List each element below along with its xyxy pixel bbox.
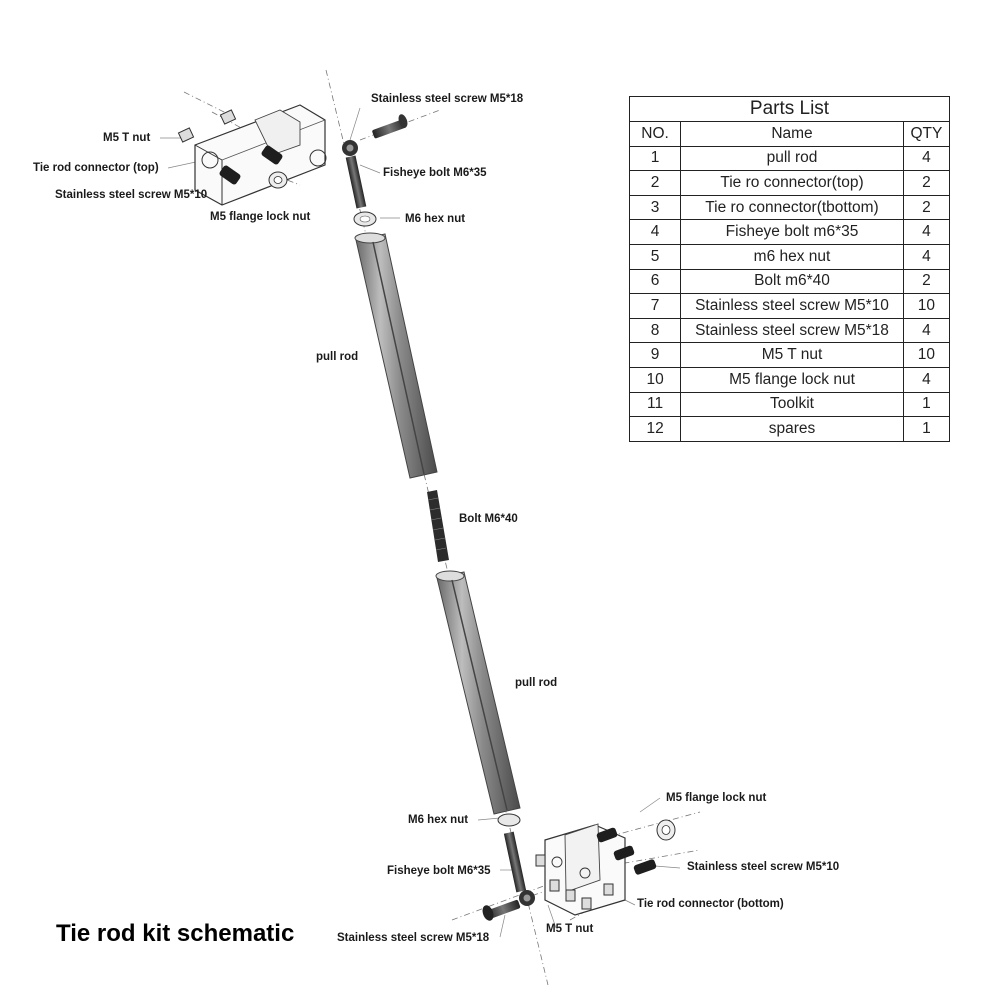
cell-name: Fisheye bolt m6*35 (680, 219, 904, 245)
cell-qty: 4 (902, 317, 951, 344)
cell-no: 10 (628, 366, 682, 393)
cell-no: 3 (628, 194, 682, 221)
column-header-name: Name (680, 121, 904, 147)
cell-name: Tie ro connector(top) (680, 170, 904, 196)
cell-no: 4 (628, 219, 682, 245)
column-header-no: NO. (628, 121, 682, 147)
bottom-flange-lock-nut (656, 819, 676, 841)
label-bottom-screw-m5x10: Stainless steel screw M5*10 (687, 861, 840, 873)
cell-name: m6 hex nut (680, 243, 904, 270)
cell-no: 7 (628, 293, 682, 319)
cell-name: spares (680, 416, 904, 442)
cell-qty: 2 (902, 194, 951, 221)
cell-qty: 1 (902, 416, 951, 442)
top-m6-hex-nut (353, 211, 377, 227)
cell-qty: 4 (902, 243, 951, 270)
top-flange-lock-nut (268, 171, 288, 189)
cell-qty: 1 (902, 391, 951, 418)
cell-name: M5 T nut (680, 342, 904, 368)
label-top-connector: Tie rod connector (top) (33, 162, 159, 174)
cell-no: 8 (628, 317, 682, 344)
cell-name: Stainless steel screw M5*18 (680, 317, 904, 344)
parts-list-header-row: NO. Name QTY (628, 121, 951, 147)
bottom-t-nuts (535, 854, 614, 910)
top-fisheye-bolt (342, 140, 367, 209)
cell-name: Stainless steel screw M5*10 (680, 293, 904, 319)
label-leader-lines (160, 107, 681, 938)
label-top-flange-lock-nut: M5 flange lock nut (210, 211, 311, 223)
cell-no: 1 (628, 145, 682, 172)
cell-name: Bolt m6*40 (680, 268, 904, 295)
parts-list-caption: Parts List (629, 96, 950, 122)
top-screws-m5x10 (219, 145, 283, 185)
pull-rod-upper-part (354, 232, 438, 479)
label-pull-rod-upper: pull rod (316, 351, 359, 363)
cell-qty: 2 (902, 170, 951, 196)
bottom-screw-m5x18 (482, 899, 521, 921)
label-bottom-t-nut: M5 T nut (546, 923, 594, 935)
label-top-screw-m5x10: Stainless steel screw M5*10 (55, 189, 208, 201)
cell-name: pull rod (680, 145, 904, 172)
bottom-m6-hex-nut (497, 813, 521, 827)
label-pull-rod-lower: pull rod (515, 677, 558, 689)
parts-list-caption-row: Parts List (629, 96, 950, 122)
cell-qty: 10 (902, 342, 951, 368)
cell-no: 9 (628, 342, 682, 368)
cell-no: 2 (628, 170, 682, 196)
top-t-nuts (177, 109, 237, 143)
bottom-fisheye-bolt (503, 831, 535, 906)
page-title: Tie rod kit schematic (56, 920, 295, 947)
cell-no: 5 (628, 243, 682, 270)
label-bottom-screw-m5x18: Stainless steel screw M5*18 (337, 932, 490, 944)
top-screw-m5x18 (372, 114, 408, 139)
tie-rod-connector-top-part (194, 104, 327, 206)
label-bottom-fisheye-bolt: Fisheye bolt M6*35 (387, 865, 491, 877)
cell-name: M5 flange lock nut (680, 366, 904, 393)
cell-no: 6 (628, 268, 682, 295)
cell-name: Tie ro connector(tbottom) (680, 194, 904, 221)
label-top-t-nut: M5 T nut (103, 132, 151, 144)
cell-no: 12 (628, 416, 682, 442)
label-bolt-m6x40: Bolt M6*40 (459, 513, 518, 525)
cell-qty: 10 (902, 293, 951, 319)
cell-qty: 4 (902, 145, 951, 172)
cell-qty: 4 (902, 219, 951, 245)
cell-no: 11 (628, 391, 682, 418)
label-top-screw-m5x18: Stainless steel screw M5*18 (371, 93, 524, 105)
cell-qty: 2 (902, 268, 951, 295)
pull-rod-lower-part (435, 570, 521, 815)
label-bottom-hex-nut: M6 hex nut (408, 814, 469, 826)
label-bottom-flange-lock-nut: M5 flange lock nut (666, 792, 767, 804)
label-top-fisheye-bolt: Fisheye bolt M6*35 (383, 167, 487, 179)
column-header-qty: QTY (902, 121, 951, 147)
label-top-hex-nut: M6 hex nut (405, 213, 466, 225)
label-bottom-connector: Tie rod connector (bottom) (637, 898, 784, 910)
cell-qty: 4 (902, 366, 951, 393)
bottom-screws-m5x10 (596, 827, 657, 875)
cell-name: Toolkit (680, 391, 904, 418)
bolt-m6x40-part (427, 490, 449, 562)
